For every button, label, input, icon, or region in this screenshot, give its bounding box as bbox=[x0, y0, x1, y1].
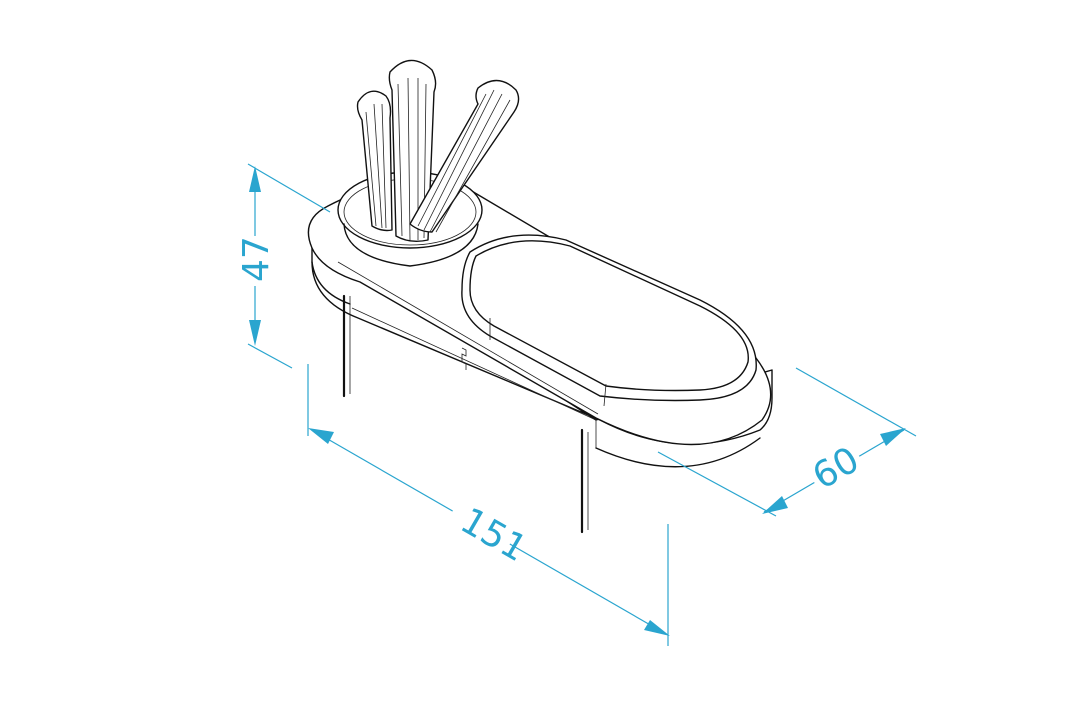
seat-cushion-top bbox=[469, 240, 749, 392]
height-arrow-bottom bbox=[249, 320, 261, 346]
height-extension-bottom bbox=[247, 343, 293, 369]
height-label-gap bbox=[240, 236, 270, 286]
bench-top-inner-edge bbox=[337, 261, 599, 415]
cactus-stem-middle-ribs bbox=[397, 77, 427, 241]
bench-joint-detail bbox=[461, 347, 467, 370]
planter-bowl-body bbox=[343, 223, 479, 267]
cactus-stem-left bbox=[356, 90, 393, 232]
bench-illustration bbox=[307, 59, 773, 534]
bench-base-lower-edge bbox=[351, 307, 597, 448]
cactus-stem-right bbox=[409, 79, 520, 233]
dimension-height: 47 bbox=[236, 163, 331, 369]
cactus-stem-right-ribs bbox=[417, 89, 511, 233]
depth-extension-right bbox=[795, 367, 917, 437]
height-arrow-top bbox=[249, 166, 261, 192]
length-label-gap bbox=[444, 484, 526, 558]
height-label: 47 bbox=[236, 236, 277, 282]
seat-cushion bbox=[461, 234, 757, 402]
depth-arrow-left bbox=[762, 496, 788, 514]
depth-extension-left bbox=[657, 451, 777, 517]
length-arrow-left bbox=[308, 428, 334, 444]
depth-label: 60 bbox=[806, 439, 866, 497]
depth-label-gap bbox=[802, 435, 870, 501]
depth-arrow-right bbox=[880, 428, 906, 446]
cactus-stem-left-ribs bbox=[365, 103, 387, 229]
seat-cushion-seam bbox=[489, 318, 607, 407]
length-arrow-right bbox=[644, 620, 670, 636]
height-extension-top bbox=[247, 163, 331, 213]
